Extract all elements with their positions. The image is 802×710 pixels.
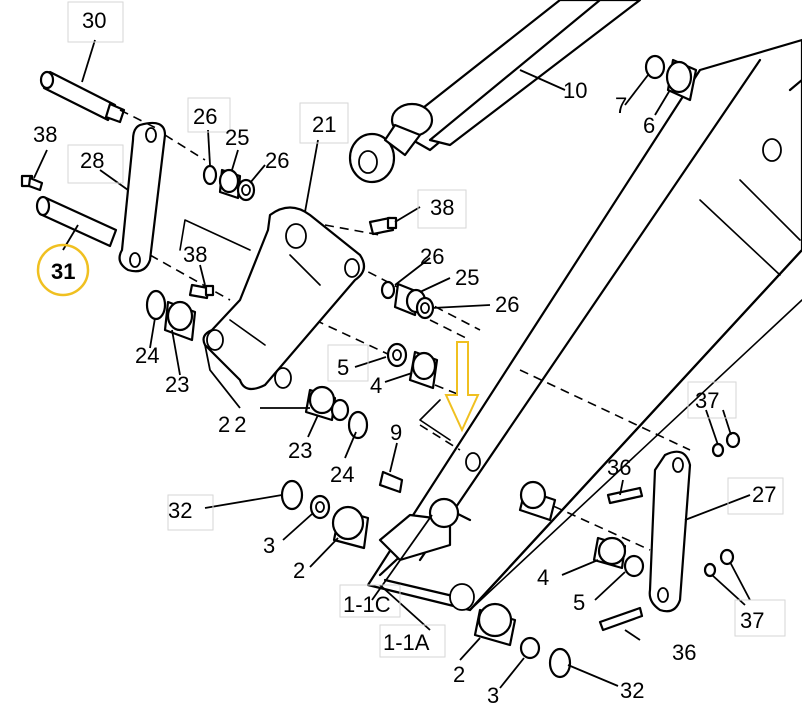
pin-31 — [35, 195, 118, 248]
callout-26: 26 — [420, 244, 444, 269]
callout-28: 28 — [80, 148, 104, 173]
yellow-arrow-icon — [444, 341, 480, 433]
label-box — [67, 144, 124, 184]
callout-6: 6 — [643, 113, 655, 138]
bush-washer-right — [592, 536, 645, 578]
bushing-set-top — [202, 164, 256, 202]
label-box — [727, 477, 784, 515]
bush-washer-seal-bottom — [473, 602, 572, 679]
label-box — [339, 584, 401, 618]
label-box — [187, 97, 231, 133]
callout-26: 26 — [495, 292, 519, 317]
bushing-set-right — [380, 280, 435, 320]
pivot-block-1c — [378, 480, 557, 562]
callout-2: 2 — [453, 662, 465, 687]
callout-23: 23 — [288, 438, 312, 463]
pin-washer-7-6 — [644, 54, 698, 102]
callout-4: 4 — [537, 565, 549, 590]
callout-31: 31 — [51, 259, 75, 284]
pin-30 — [39, 70, 126, 124]
callout-26: 26 — [265, 148, 289, 173]
grease-nipple-38c — [188, 283, 215, 300]
boom-arm — [366, 38, 802, 612]
highlight-circle — [36, 243, 90, 297]
callout-37: 37 — [740, 608, 764, 633]
bushing-circlip-mid — [304, 385, 369, 440]
callout-25: 25 — [225, 125, 249, 150]
callout-2: 2 — [293, 558, 305, 583]
callout-26: 26 — [193, 104, 217, 129]
label-box — [687, 381, 737, 419]
label-box — [167, 494, 214, 531]
spacer-bushing-5-4 — [386, 342, 439, 390]
callout-21: 21 — [312, 112, 336, 137]
callout-10: 10 — [563, 78, 587, 103]
link-27 — [598, 431, 741, 632]
label-box — [417, 189, 467, 229]
callout-1-1A: 1-1A — [383, 630, 430, 655]
link-28 — [118, 121, 167, 273]
callout-27: 27 — [752, 482, 776, 507]
callout-36: 36 — [672, 640, 696, 665]
linkage-21 — [202, 206, 366, 391]
grease-nipple-38b — [368, 216, 398, 236]
callout-24: 24 — [330, 462, 354, 487]
label-box — [299, 102, 349, 144]
callout-3: 3 — [263, 533, 275, 558]
bolt-9 — [378, 470, 404, 494]
callout-37: 37 — [695, 388, 719, 413]
circlip-bushing-left — [145, 289, 197, 342]
callout-22: 22 — [218, 412, 250, 437]
callout-7: 7 — [615, 93, 627, 118]
label-box — [734, 599, 786, 637]
callout-38: 38 — [183, 242, 207, 267]
callout-4: 4 — [370, 373, 382, 398]
cylinder-rod — [348, 0, 642, 184]
callout-5: 5 — [573, 590, 585, 615]
label-box — [379, 624, 446, 658]
callout-25: 25 — [455, 265, 479, 290]
callout-30: 30 — [82, 8, 106, 33]
callout-36: 36 — [607, 455, 631, 480]
callout-23: 23 — [165, 372, 189, 397]
callout-24: 24 — [135, 343, 159, 368]
callout-38: 38 — [430, 195, 454, 220]
label-box — [327, 344, 369, 382]
callout-3: 3 — [487, 683, 499, 708]
callout-9: 9 — [390, 420, 402, 445]
callout-38: 38 — [33, 122, 57, 147]
grease-nipple-38a — [20, 174, 44, 192]
callout-5: 5 — [337, 355, 349, 380]
seal-washer-bush-left — [280, 479, 370, 550]
callout-32: 32 — [168, 498, 192, 523]
label-box — [67, 1, 124, 43]
callout-32: 32 — [620, 678, 644, 703]
callout-1-1C: 1-1C — [343, 592, 391, 617]
